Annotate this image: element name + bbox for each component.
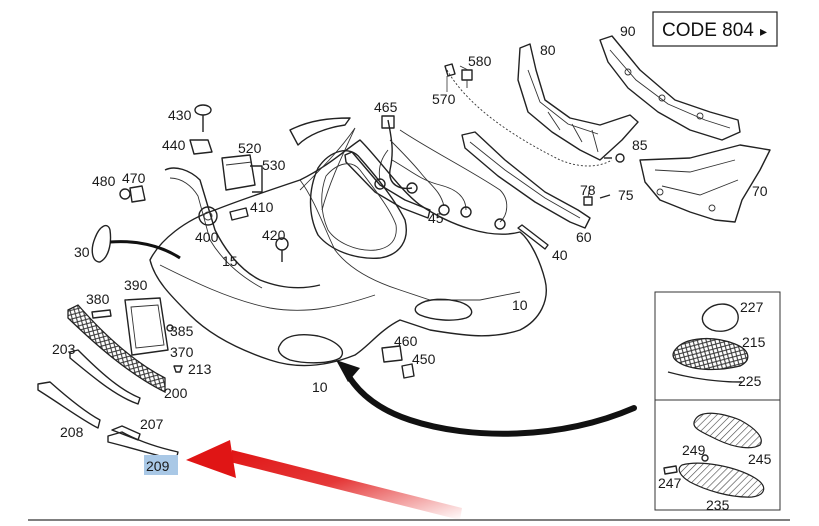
part-410-screw <box>229 207 249 221</box>
part-78-clip <box>583 196 593 206</box>
part-203-strip <box>69 349 141 405</box>
part-75-screw <box>599 194 611 199</box>
label-380: 380 <box>86 291 110 307</box>
label-460: 460 <box>394 333 418 349</box>
label-208: 208 <box>60 424 84 440</box>
label-10-bottom: 10 <box>312 379 328 395</box>
part-380-screw <box>91 309 112 319</box>
label-227: 227 <box>740 299 764 315</box>
code-label: CODE 804 <box>662 20 754 41</box>
label-520: 520 <box>238 140 262 156</box>
label-60: 60 <box>576 229 592 245</box>
part-247-screw <box>663 465 678 475</box>
part-85-screw <box>604 153 625 163</box>
part-235-grille <box>678 462 765 498</box>
part-80-bracket <box>517 43 639 161</box>
label-400: 400 <box>195 229 219 245</box>
part-470-sensor <box>129 185 146 203</box>
highlight-209-box <box>144 455 178 475</box>
part-460-bracket <box>381 345 403 363</box>
part-227-ring <box>701 303 739 332</box>
label-440: 440 <box>162 137 186 153</box>
leader-lines <box>446 65 591 198</box>
label-249: 249 <box>682 442 706 458</box>
part-390-license-plate-holder <box>124 297 169 356</box>
part-385-clip <box>166 324 174 332</box>
label-45: 45 <box>428 210 444 226</box>
label-385: 385 <box>170 323 194 339</box>
part-465-harness <box>374 115 508 230</box>
part-520-module <box>221 154 256 191</box>
label-530: 530 <box>262 157 286 173</box>
label-15: 15 <box>222 253 238 269</box>
label-235: 235 <box>706 497 730 513</box>
part-420-screw <box>275 237 289 262</box>
label-225: 225 <box>738 373 762 389</box>
label-570: 570 <box>432 91 456 107</box>
label-78: 78 <box>580 182 596 198</box>
part-213-clip <box>173 365 183 373</box>
label-390: 390 <box>124 277 148 293</box>
label-213: 213 <box>188 361 212 377</box>
part-245-grille <box>693 412 762 449</box>
part-580-clip <box>461 69 473 88</box>
label-10-right: 10 <box>512 297 528 313</box>
inset-panel-lower <box>654 399 781 511</box>
label-247: 247 <box>658 475 682 491</box>
part-225-strip <box>667 371 743 383</box>
label-80: 80 <box>540 42 556 58</box>
part-207-trim <box>111 425 141 441</box>
label-85: 85 <box>632 137 648 153</box>
part-430-screw <box>194 104 212 132</box>
label-75: 75 <box>618 187 634 203</box>
label-215: 215 <box>742 334 766 350</box>
label-470: 470 <box>122 170 146 186</box>
label-450: 450 <box>412 351 436 367</box>
part-labels: 90 80 580 570 465 430 440 520 530 480 47… <box>52 23 772 513</box>
part-45-molding <box>344 151 431 219</box>
label-465: 465 <box>374 99 398 115</box>
label-30: 30 <box>74 244 90 260</box>
part-450-screw <box>401 363 415 379</box>
part-215-grille <box>672 337 749 371</box>
label-40: 40 <box>552 247 568 263</box>
part-30-cap <box>91 224 112 263</box>
highlight-arrow-red <box>186 440 462 520</box>
code-arrow-icon: ▸ <box>760 23 767 39</box>
label-410: 410 <box>250 199 274 215</box>
part-400-lamp <box>198 206 218 226</box>
part-480-sensor <box>119 188 131 200</box>
callout-arrow-black <box>336 360 637 437</box>
label-420: 420 <box>262 227 286 243</box>
part-40-strip <box>517 224 549 250</box>
code-box: CODE 804 ▸ <box>652 11 778 47</box>
part-249-clip <box>701 454 709 462</box>
part-200-grille <box>67 304 166 394</box>
part-570-wire <box>444 63 613 167</box>
callout-arrow-30 <box>109 240 181 260</box>
label-245: 245 <box>748 451 772 467</box>
part-90-reinforcement <box>599 35 741 141</box>
label-430: 430 <box>168 107 192 123</box>
label-90: 90 <box>620 23 636 39</box>
part-530-bracket <box>250 165 263 193</box>
part-10-bumper-cover <box>149 117 547 367</box>
label-209: 209 <box>146 458 170 474</box>
label-480: 480 <box>92 173 116 189</box>
part-208-strip <box>37 381 101 429</box>
part-70-support <box>639 144 771 223</box>
label-207: 207 <box>140 416 164 432</box>
label-200: 200 <box>164 385 188 401</box>
label-203: 203 <box>52 341 76 357</box>
label-580: 580 <box>468 53 492 69</box>
label-70: 70 <box>752 183 768 199</box>
label-370: 370 <box>170 344 194 360</box>
part-440-bracket <box>189 139 213 155</box>
part-60-crossmember <box>461 131 591 229</box>
